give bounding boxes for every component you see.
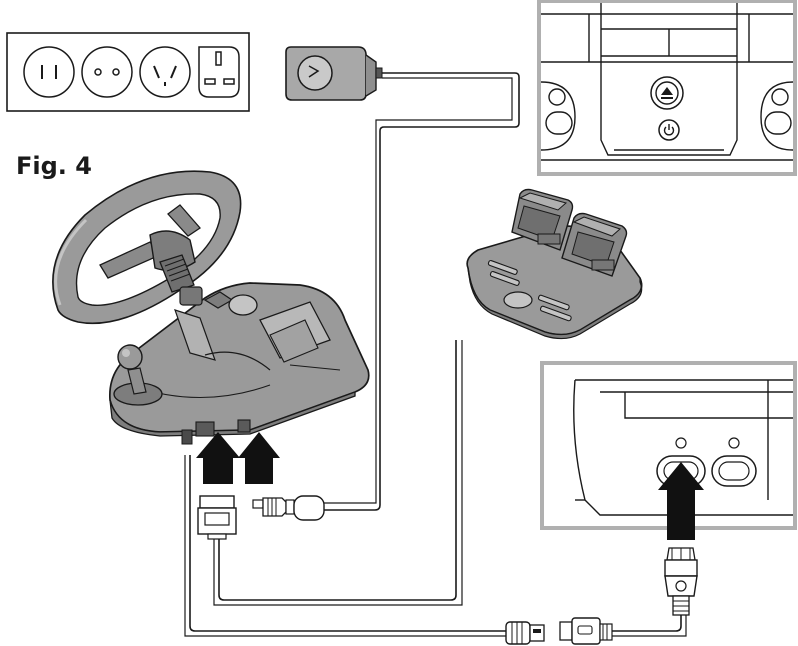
two-flat-pin-outlet-icon [23,46,75,98]
controller-cable [612,615,682,632]
power-adapter [285,46,383,101]
eject-icon[interactable] [650,76,684,110]
usb-connector [505,621,545,645]
dc-power-plug [252,495,325,521]
pedal-cable [218,340,457,601]
usb-cable [189,455,506,632]
gear-shifter [113,344,163,406]
two-round-pin-outlet-icon [81,46,133,98]
arrow-power-port [238,432,280,484]
console-front-panel [537,0,797,176]
power-icon[interactable] [658,119,680,141]
arrow-console-port [658,462,704,540]
figure-label: Fig. 4 [16,152,92,180]
steering-wheel-base [52,170,370,445]
power-cable [322,72,520,511]
steering-wheel [52,170,242,325]
outlet-panel [6,32,250,112]
angled-pin-outlet-icon [139,46,191,98]
pedal-unit [466,188,643,340]
console-controller-plug [559,547,698,645]
cables [184,72,687,637]
connection-arrows [196,432,704,540]
serial-port-connector [197,495,237,540]
arrow-serial-port [196,432,240,484]
three-square-pin-outlet-icon [198,46,240,98]
